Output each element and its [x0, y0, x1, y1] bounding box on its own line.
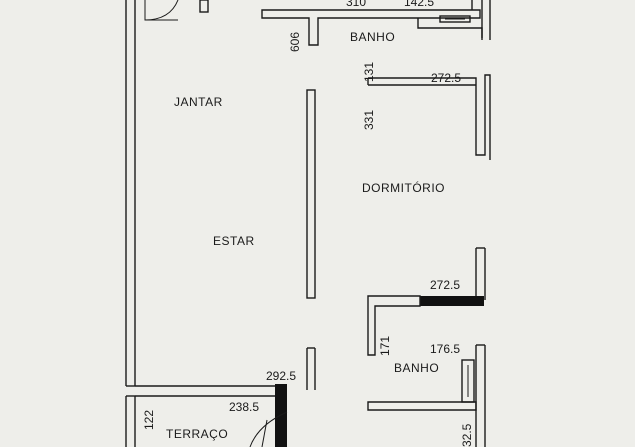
top-bathroom-walls [261, 0, 491, 46]
bottom-bathroom-walls [367, 295, 484, 411]
dimension-131: 131 [362, 62, 376, 82]
dimension-176-5: 176.5 [430, 342, 460, 356]
dimension-272-5-mid: 272.5 [430, 278, 460, 292]
room-label-banho-bottom: BANHO [394, 361, 439, 375]
dimension-310: 310 [346, 0, 366, 9]
dimension-122: 122 [142, 410, 156, 430]
left-exterior-wall [125, 0, 136, 447]
dimension-238-5: 238.5 [229, 400, 259, 414]
dimension-142-5: 142.5 [404, 0, 434, 9]
dimension-272-5-top: 272.5 [431, 71, 461, 85]
terraco-walls [135, 384, 288, 447]
dimension-32-5: 32.5 [460, 423, 474, 447]
room-label-estar: ESTAR [213, 234, 255, 248]
room-label-jantar: JANTAR [174, 95, 223, 109]
dimension-331: 331 [362, 110, 376, 130]
room-label-terraco: TERRAÇO [166, 427, 228, 441]
dimension-171: 171 [378, 336, 392, 356]
room-label-dormitorio: DORMITÓRIO [362, 180, 445, 195]
dimension-606: 606 [288, 32, 302, 52]
room-label-banho-top: BANHO [350, 30, 395, 44]
right-exterior-wall [475, 247, 486, 447]
entry-door-swing [144, 0, 209, 21]
central-partition [306, 89, 316, 390]
dormitorio-top-wall [367, 74, 491, 160]
dimension-292-5: 292.5 [266, 369, 296, 383]
